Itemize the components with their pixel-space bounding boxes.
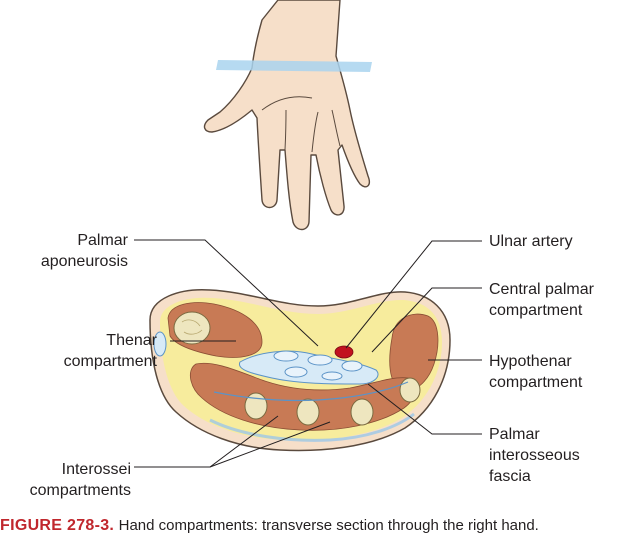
- label-hypothenar-compartment: Hypothenar compartment: [489, 351, 582, 393]
- figure-caption: FIGURE 278-3. Hand compartments: transve…: [0, 517, 627, 541]
- section-plane-band: [216, 60, 372, 72]
- label-palmar-interosseous-fascia: Palmar interosseous fascia: [489, 424, 580, 487]
- label-interossei-compartments: Interossei compartments: [30, 459, 131, 501]
- hand-outline: [205, 0, 370, 230]
- caption-text: Hand compartments: transverse section th…: [119, 517, 539, 534]
- label-palmar-aponeurosis: Palmar aponeurosis: [41, 230, 128, 272]
- ulnar-artery: [335, 346, 353, 358]
- thenar-bone: [174, 312, 210, 344]
- cross-section: [150, 290, 450, 451]
- label-central-palmar-compartment: Central palmar compartment: [489, 279, 594, 321]
- label-thenar-compartment: Thenar compartment: [64, 330, 157, 372]
- hand-illustration: [205, 0, 370, 230]
- figure-number: FIGURE 278-3.: [0, 517, 114, 534]
- label-ulnar-artery: Ulnar artery: [489, 231, 573, 252]
